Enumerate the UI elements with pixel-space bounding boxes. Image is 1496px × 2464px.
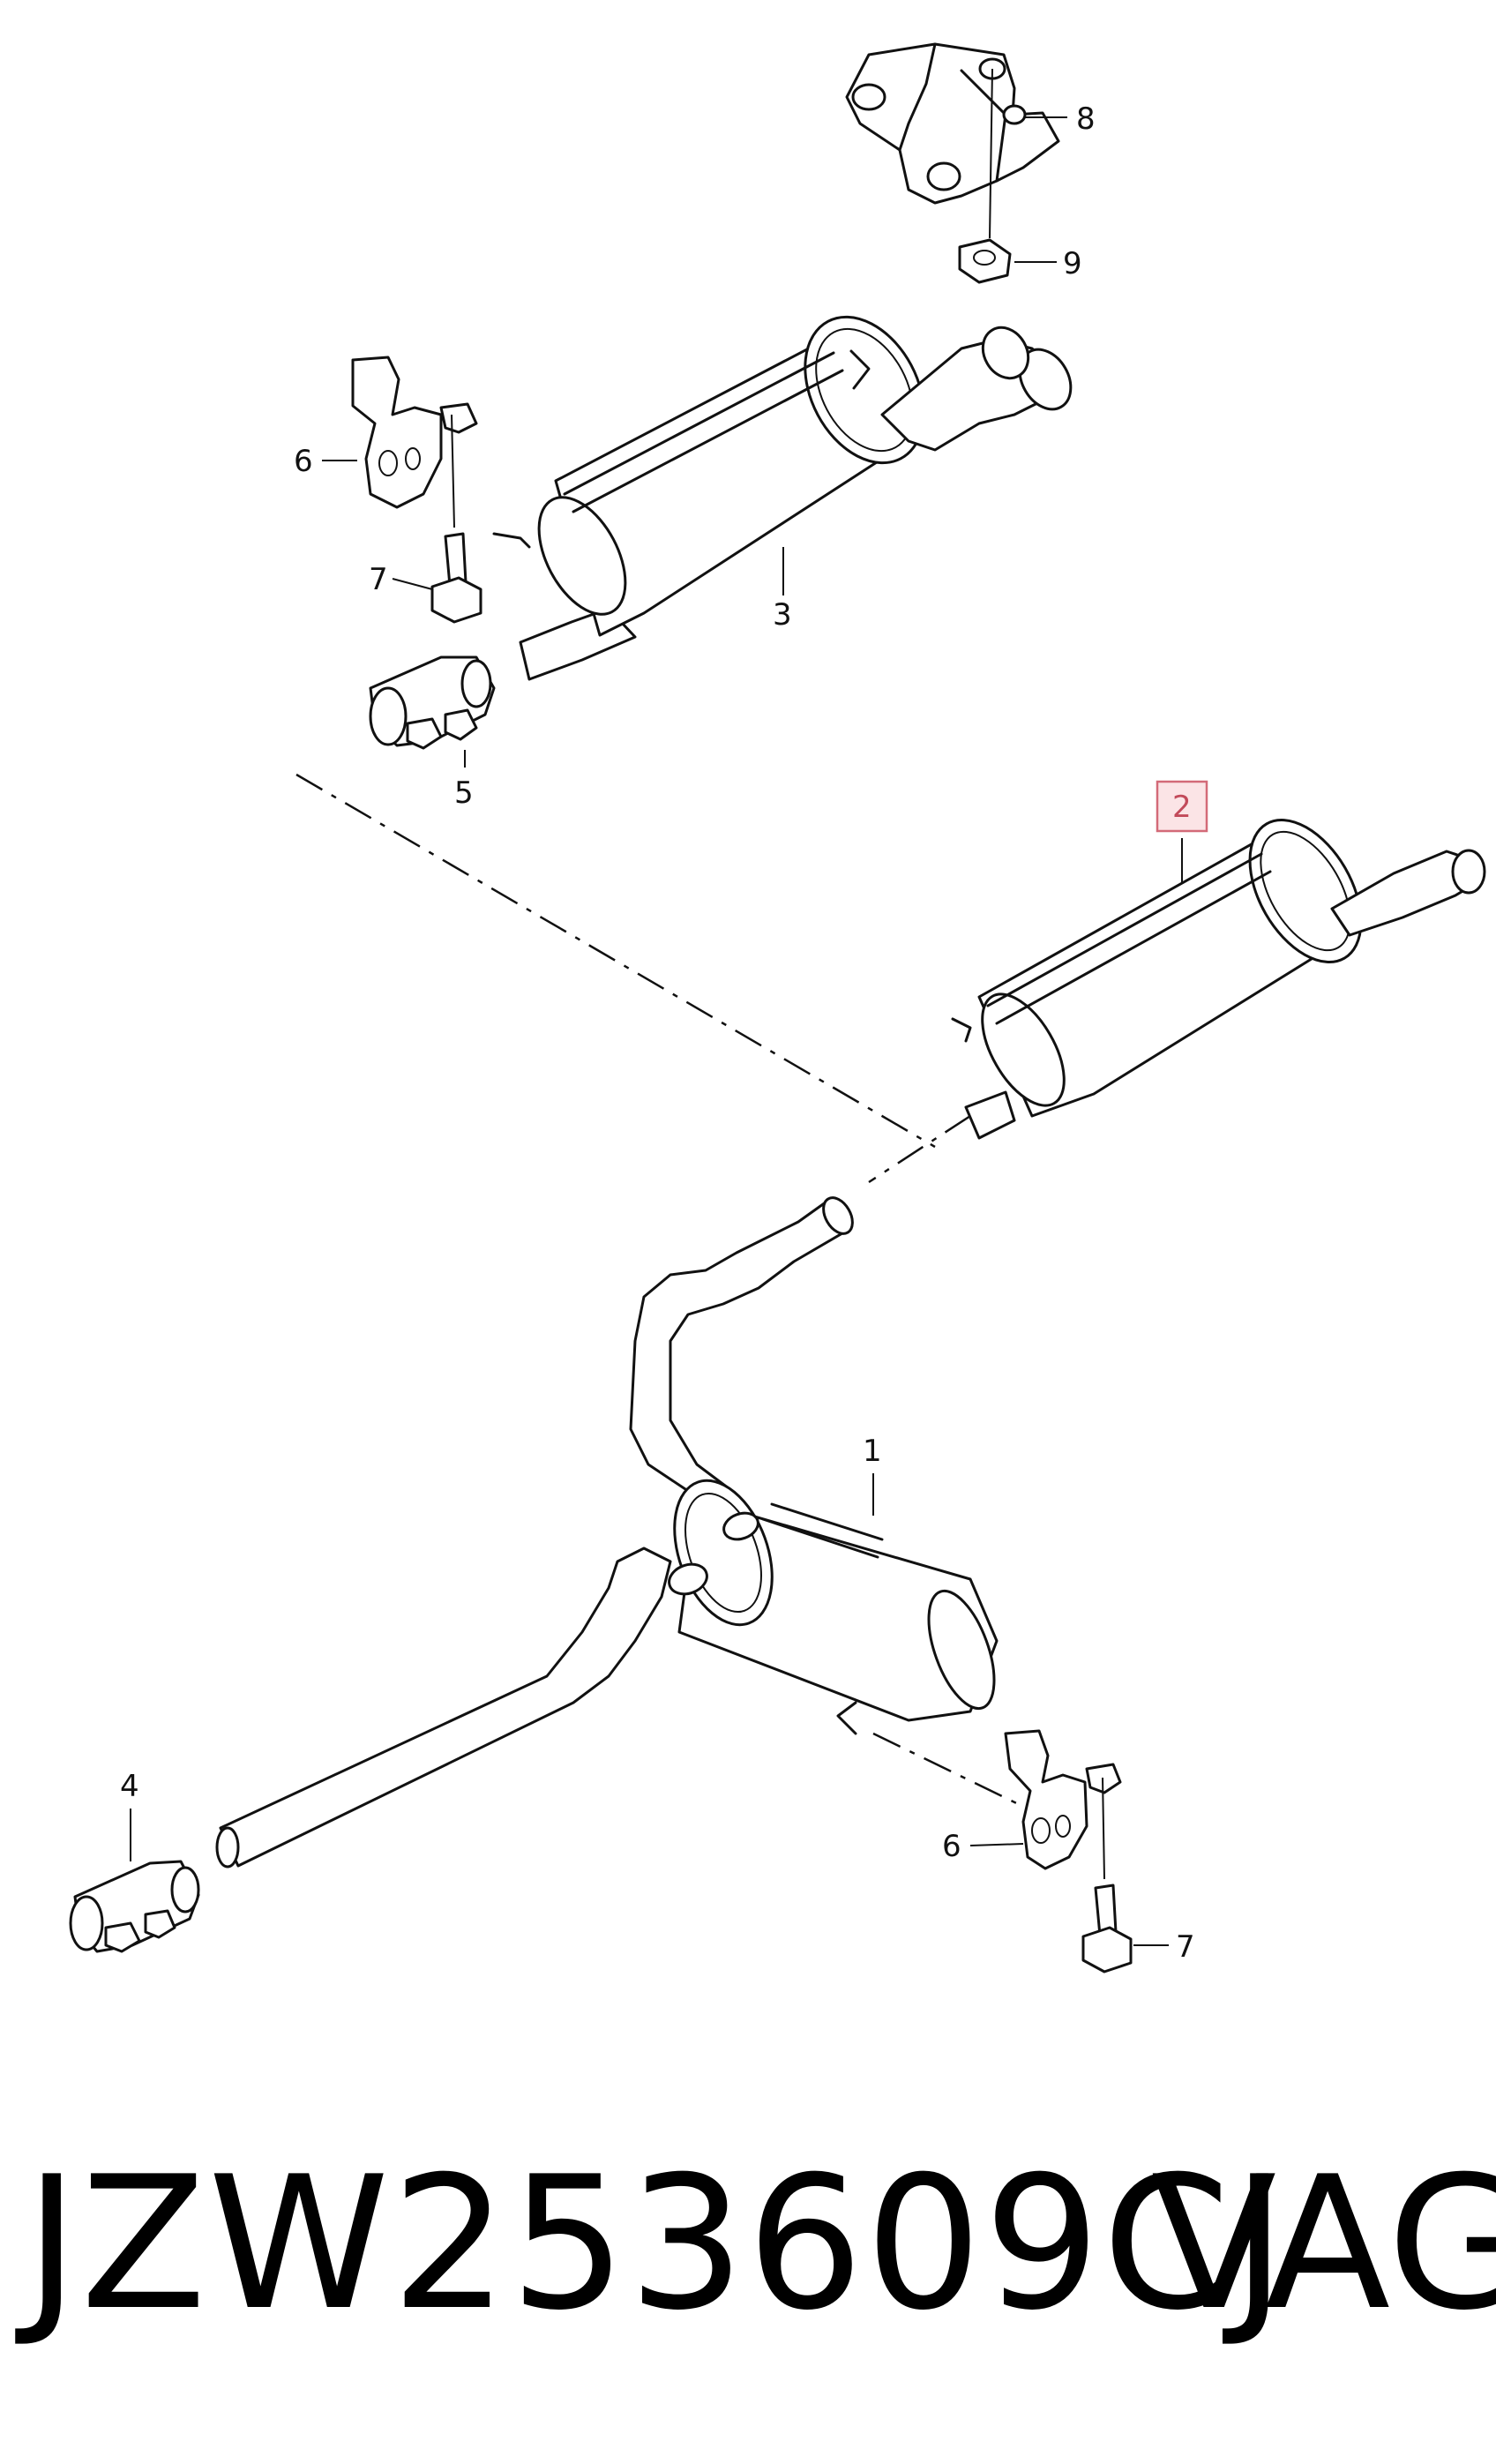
callout-5: 5 [454, 775, 474, 811]
part-2-rear-silencer [951, 818, 1486, 1140]
part-4-clamp-lower [69, 1860, 200, 1953]
callout-4: 4 [120, 1769, 139, 1804]
part-7-bolt-upper [430, 532, 482, 624]
part-9-nut [958, 238, 1012, 284]
callout-1: 1 [863, 1434, 882, 1469]
callout-7-lower: 7 [1176, 1929, 1195, 1965]
part-8-bracket [845, 42, 1060, 239]
callout-9: 9 [1063, 246, 1082, 281]
callout-3: 3 [773, 597, 792, 633]
part-6-hanger-upper [351, 356, 478, 528]
part-6-hanger-lower [1004, 1729, 1122, 1880]
callout-2: 2 [1172, 790, 1192, 825]
callout-7-upper: 7 [369, 562, 388, 597]
part-number: JZW253609CJ [25, 2138, 1289, 2351]
assembly-line-left [295, 773, 936, 1149]
callout-8: 8 [1076, 101, 1096, 137]
brand-name: VAG [1151, 2138, 1496, 2351]
callout-6-lower: 6 [942, 1829, 961, 1864]
part-7-bolt-lower [1081, 1884, 1133, 1973]
part-3-rear-muffler [492, 315, 1073, 681]
part-1-center-muffler [215, 1196, 999, 1869]
part-5-clamp-upper [369, 655, 496, 750]
assembly-line-right [868, 1114, 971, 1184]
callout-6-upper: 6 [294, 444, 313, 479]
highlight-box-2 [1156, 780, 1208, 833]
leader-6-lower [969, 1843, 1024, 1846]
leader-7-upper [392, 578, 433, 590]
